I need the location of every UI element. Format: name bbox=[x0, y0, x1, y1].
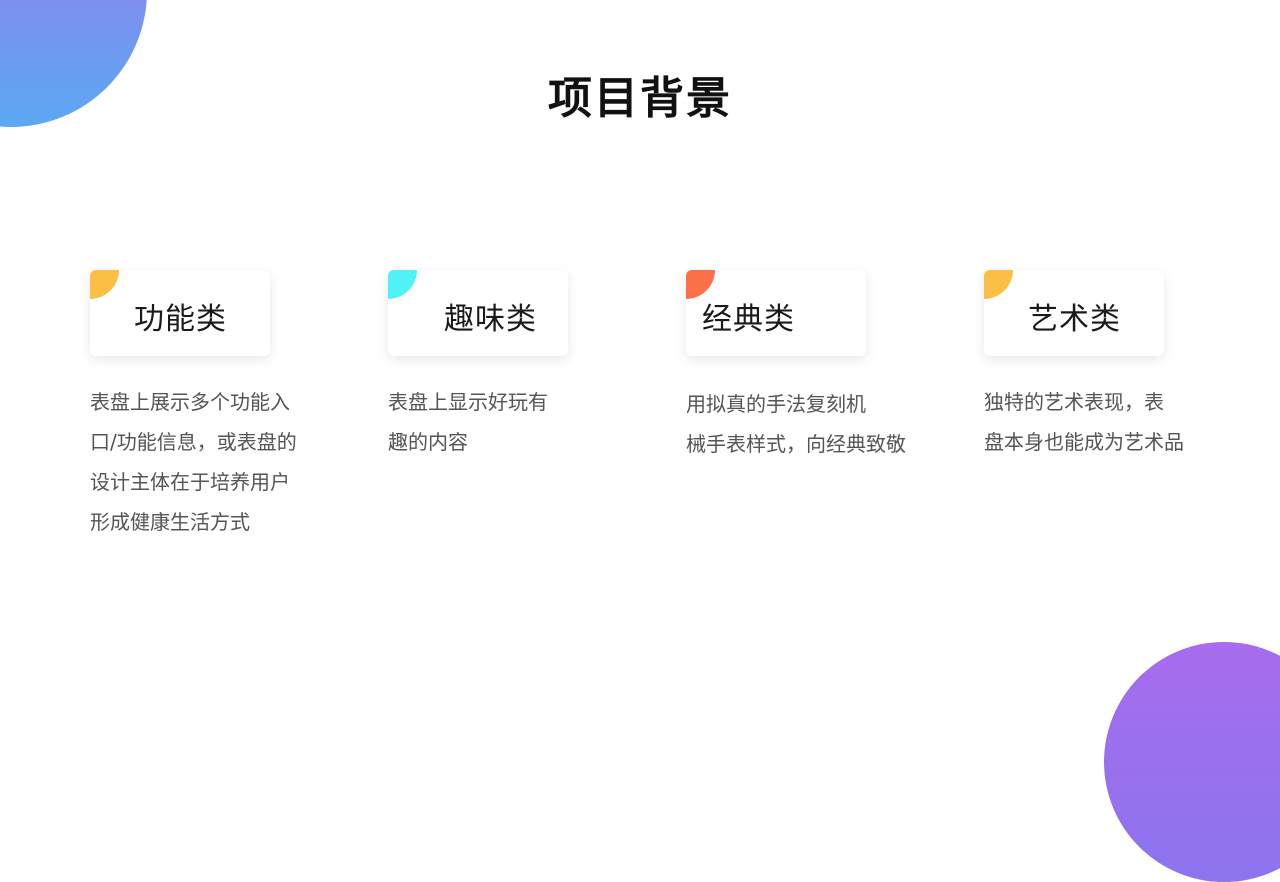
category-description-classic: 用拟真的手法复刻机 械手表样式，向经典致敬 bbox=[686, 384, 906, 464]
description-line: 独特的艺术表现，表 bbox=[984, 390, 1164, 414]
category-description-functional: 表盘上展示多个功能入 口/功能信息，或表盘的 设计主体在于培养用户 形成健康生活… bbox=[90, 382, 297, 542]
description-line: 用拟真的手法复刻机 bbox=[686, 392, 866, 416]
description-line: 表盘上展示多个功能入 bbox=[90, 390, 290, 414]
accent-dot bbox=[984, 270, 1013, 299]
category-label: 功能类 bbox=[134, 302, 227, 337]
description-line: 表盘上显示好玩有 bbox=[388, 390, 548, 414]
category-card-classic: 经典类 bbox=[686, 270, 866, 356]
category-card-functional: 功能类 bbox=[90, 270, 270, 356]
category-description-fun: 表盘上显示好玩有 趣的内容 bbox=[388, 382, 548, 462]
category-label: 经典类 bbox=[702, 302, 795, 337]
category-card-fun: 趣味类 bbox=[388, 270, 568, 356]
description-line: 趣的内容 bbox=[388, 430, 468, 454]
description-line: 口/功能信息，或表盘的 bbox=[90, 430, 297, 454]
description-line: 盘本身也能成为艺术品 bbox=[984, 430, 1184, 454]
decorative-circle-bottom-right bbox=[1104, 642, 1280, 882]
description-line: 械手表样式，向经典致敬 bbox=[686, 432, 906, 456]
accent-dot bbox=[388, 270, 417, 299]
description-line: 设计主体在于培养用户 bbox=[90, 470, 290, 494]
page-title: 项目背景 bbox=[548, 73, 732, 124]
accent-dot bbox=[90, 270, 119, 299]
category-card-art: 艺术类 bbox=[984, 270, 1164, 356]
description-line: 形成健康生活方式 bbox=[90, 510, 250, 534]
category-label: 趣味类 bbox=[444, 302, 537, 337]
category-label: 艺术类 bbox=[1028, 302, 1121, 337]
category-description-art: 独特的艺术表现，表 盘本身也能成为艺术品 bbox=[984, 382, 1184, 462]
